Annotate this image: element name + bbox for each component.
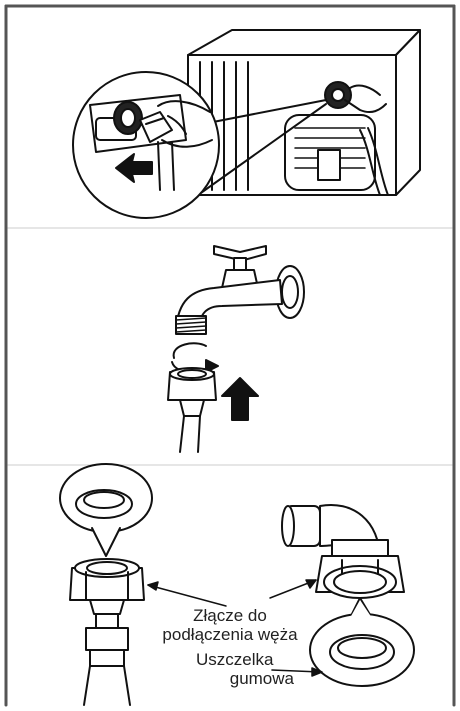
elbow-connector-right — [282, 505, 404, 598]
up-arrow-icon — [222, 378, 258, 420]
connector-label: Złącze do podłączenia węża — [150, 606, 310, 644]
gasket-bubble-right — [310, 598, 414, 686]
connector-label-line1: Złącze do — [150, 606, 310, 625]
connector-label-line2: podłączenia węża — [150, 625, 310, 644]
hose-connector-left — [70, 559, 144, 705]
gasket-label-line2: gumowa — [196, 669, 306, 688]
gasket-bubble-left — [60, 464, 152, 556]
faucet-figure — [168, 246, 304, 452]
gasket-label-line1: Uszczelka — [196, 650, 306, 669]
gasket-label: Uszczelka gumowa — [196, 650, 306, 688]
magnified-valve-circle — [73, 72, 219, 218]
